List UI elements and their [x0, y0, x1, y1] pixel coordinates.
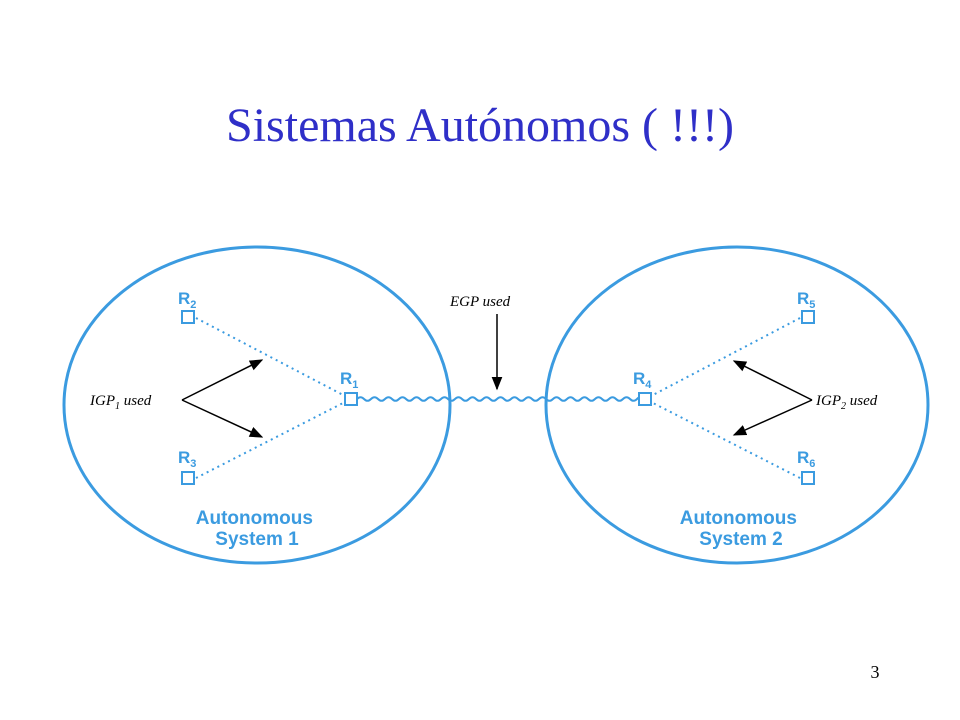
igp1-label: IGP1 used: [89, 393, 152, 412]
egp-label: EGP used: [449, 294, 511, 310]
page-number: 3: [870, 662, 880, 682]
as1-label: Autonomous System 1: [196, 508, 318, 550]
router-r1-node: [344, 392, 358, 406]
router-r6-node: [801, 471, 815, 485]
igp2-arrow-up: [732, 360, 813, 401]
as2-label: Autonomous System 2: [680, 508, 802, 550]
igp2-label: IGP2 used: [815, 393, 878, 412]
router-r5-node: [801, 310, 815, 324]
router-r2-label: R2: [178, 289, 196, 311]
as1-boundary: [62, 245, 452, 565]
router-r3-label: R3: [178, 448, 196, 470]
router-r1-label: R1: [340, 369, 358, 391]
router-r3-node: [181, 471, 195, 485]
egp-link: [356, 396, 645, 402]
link-r2-r1: [195, 317, 346, 397]
router-r4-label: R4: [633, 369, 652, 391]
link-r3-r1: [195, 401, 346, 479]
igp1-arrow-up: [181, 359, 264, 401]
router-r2-node: [181, 310, 195, 324]
igp2-arrow-down: [732, 399, 813, 436]
router-r6-label: R6: [797, 448, 815, 470]
link-r5-r4: [650, 317, 801, 397]
as2-boundary: [544, 245, 930, 565]
router-r5-label: R5: [797, 289, 815, 311]
link-r6-r4: [650, 401, 801, 479]
slide-title: Sistemas Autónomos ( !!!): [226, 99, 734, 152]
igp1-arrow-down: [181, 399, 264, 438]
router-r4-node: [638, 392, 652, 406]
